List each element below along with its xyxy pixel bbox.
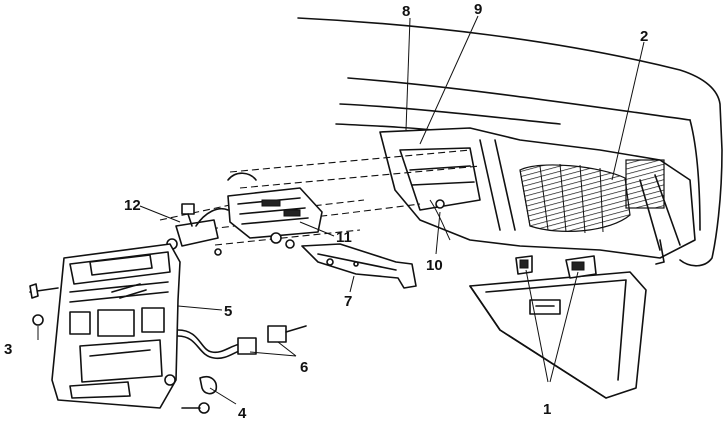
clip-4 (199, 375, 218, 395)
callout-7: 7 (344, 293, 352, 310)
harness-connector-6 (177, 325, 307, 360)
callout-12: 12 (124, 197, 141, 214)
callout-6: 6 (300, 359, 308, 376)
heater-duct-assembly (379, 127, 696, 265)
screw-3 (32, 314, 44, 326)
callout-5: 5 (224, 303, 232, 320)
leader-lines (37, 15, 645, 405)
callout-1: 1 (543, 401, 551, 418)
callout-10: 10 (426, 257, 443, 274)
callout-3: 3 (4, 341, 12, 358)
callout-4: 4 (238, 405, 247, 422)
callout-2: 2 (640, 28, 648, 45)
glove-box (469, 255, 647, 399)
dashboard-outline (297, 17, 723, 267)
callout-labels: 1 2 3 4 5 6 7 8 9 10 11 12 (4, 1, 648, 422)
glove-box-latch (529, 299, 561, 315)
trim-strip (301, 243, 417, 289)
callout-11: 11 (336, 229, 352, 246)
callout-8: 8 (402, 3, 410, 20)
callout-9: 9 (474, 1, 482, 18)
center-console-panel (51, 243, 181, 409)
control-switch-module (227, 172, 323, 249)
